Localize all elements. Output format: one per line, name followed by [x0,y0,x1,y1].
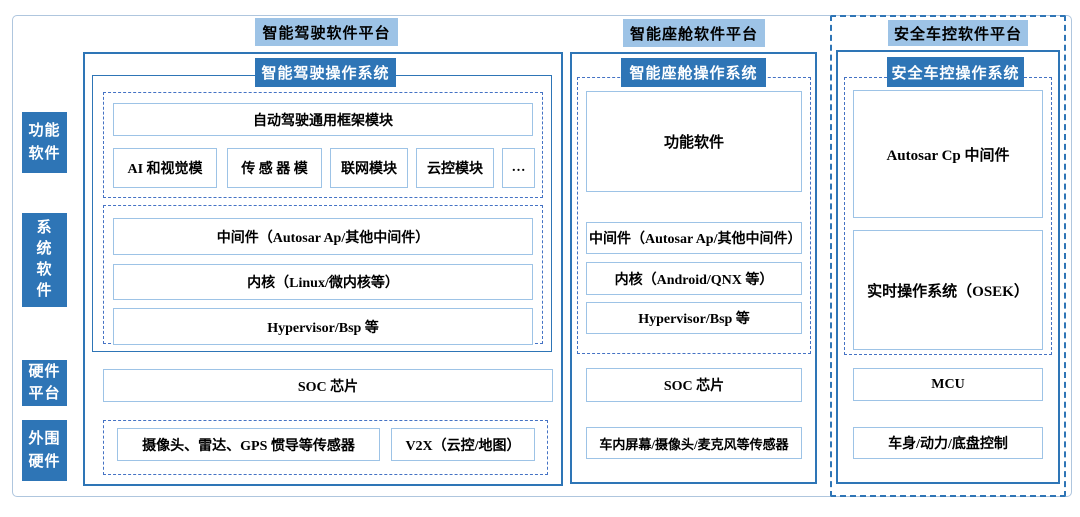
rail-label-hardware-platform: 硬件 平台 [22,360,67,406]
cockpit-platform-title: 智能座舱软件平台 [623,19,765,47]
cockpit-peripherals-box: 车内屏幕/摄像头/麦克风等传感器 [586,427,802,459]
driving-middleware-box: 中间件（Autosar Ap/其他中间件） [113,218,533,255]
cockpit-hypervisor-box: Hypervisor/Bsp 等 [586,302,802,334]
control-rtos-box: 实时操作系统（OSEK） [853,230,1043,350]
control-mcu-box: MCU [853,368,1043,401]
driving-module-network: 联网模块 [330,148,408,188]
driving-functional-group [103,92,543,198]
driving-sensors-box: 摄像头、雷达、GPS 惯导等传感器 [117,428,380,461]
cockpit-middleware-box: 中间件（Autosar Ap/其他中间件） [586,222,802,254]
driving-framework-box: 自动驾驶通用框架模块 [113,103,533,136]
driving-platform-title: 智能驾驶软件平台 [255,18,398,46]
driving-module-sensor: 传 感 器 模 [227,148,322,188]
rail-label-peripheral-hardware: 外围 硬件 [22,420,67,481]
control-autosar-cp-box: Autosar Cp 中间件 [853,90,1043,218]
driving-module-ellipsis: … [502,148,535,188]
rail-label-system-software: 系 统 软 件 [22,213,67,307]
driving-soc-box: SOC 芯片 [103,369,553,402]
driving-kernel-box: 内核（Linux/微内核等） [113,264,533,300]
driving-v2x-box: V2X（云控/地图） [391,428,535,461]
driving-peripheral-group [103,420,548,475]
cockpit-kernel-box: 内核（Android/QNX 等） [586,262,802,295]
rail-label-functional-software: 功能 软件 [22,112,67,173]
control-body-control-box: 车身/动力/底盘控制 [853,427,1043,459]
cockpit-soc-box: SOC 芯片 [586,368,802,402]
driving-os-title: 智能驾驶操作系统 [255,58,396,87]
driving-module-cloud: 云控模块 [416,148,494,188]
control-platform-outer [830,15,1066,497]
control-os-title: 安全车控操作系统 [887,57,1024,87]
control-platform-title: 安全车控软件平台 [888,20,1028,46]
cockpit-functional-box: 功能软件 [586,91,802,192]
driving-hypervisor-box: Hypervisor/Bsp 等 [113,308,533,345]
driving-module-ai-vision: AI 和视觉模 [113,148,217,188]
cockpit-os-title: 智能座舱操作系统 [621,58,766,87]
